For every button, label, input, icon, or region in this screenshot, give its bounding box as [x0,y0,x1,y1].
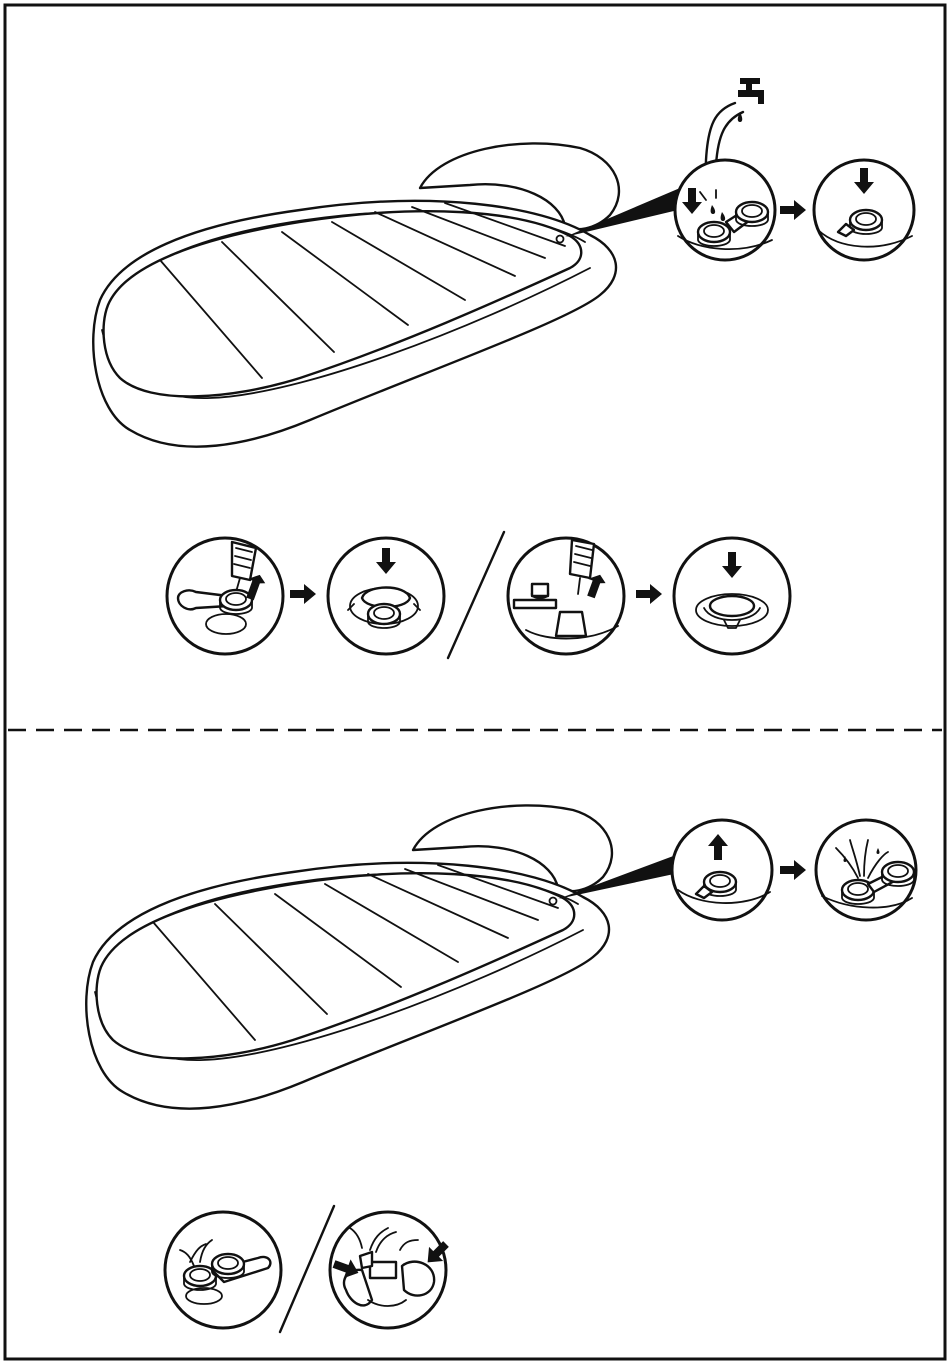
step-pump-valve-b [508,538,624,654]
finger-press-icon [402,1262,434,1296]
pool-illustration-top [93,143,619,446]
right-arrow-icon [780,860,806,880]
step-pump-valve-a [167,538,283,654]
step-close-valve-a [328,538,444,654]
right-arrow-icon [636,584,662,604]
pool-illustration-bottom [86,805,612,1108]
step-open-plug [672,820,772,920]
step-fill-water [675,160,775,260]
divider-slash-2 [280,1206,334,1332]
right-arrow-icon [780,200,806,220]
step-press-plug [814,160,914,260]
right-arrow-icon [290,584,316,604]
step-close-valve-b [674,538,790,654]
step-release-water [816,820,916,920]
step-squeeze-valve-b [330,1212,453,1328]
step-open-valve-a [165,1212,281,1328]
divider-slash-1 [448,532,504,658]
